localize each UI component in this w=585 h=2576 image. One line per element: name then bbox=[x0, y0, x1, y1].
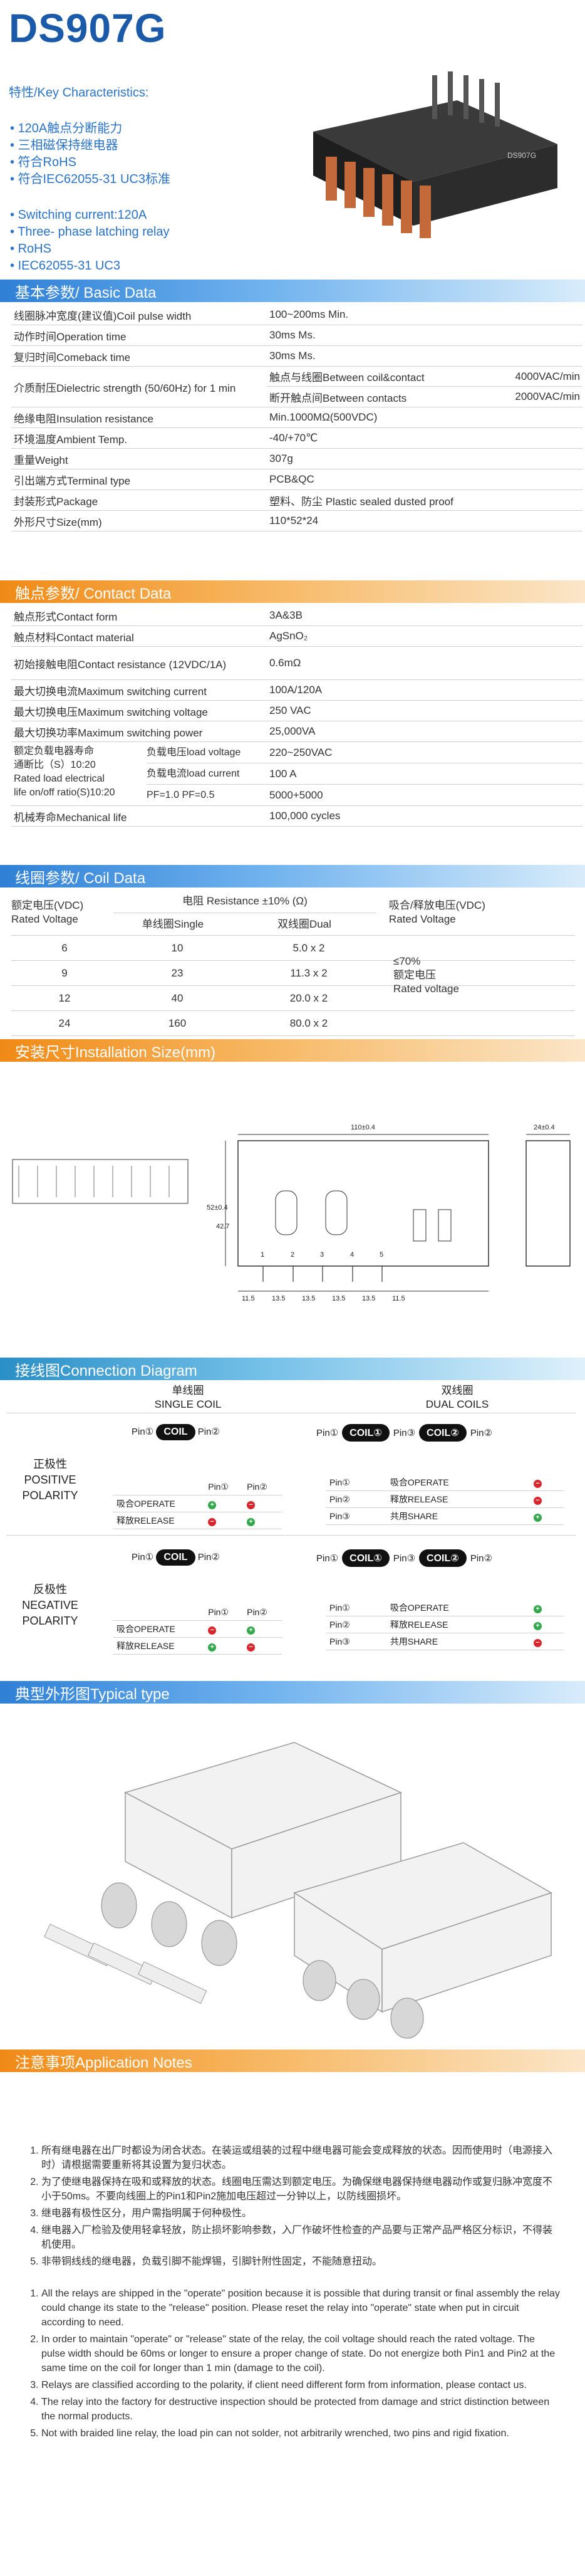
single-coil-negative: Pin① COIL Pin② bbox=[132, 1549, 220, 1566]
section-coil-data: 线圈参数/ Coil Data bbox=[0, 865, 585, 887]
application-notes: 所有继电器在出厂时都设为闭合状态。在装运或组装的过程中继电器可能会变成释放的状态… bbox=[29, 2144, 561, 2443]
pitch-dim: 13.5 bbox=[332, 1295, 345, 1302]
section-title: 典型外形图Typical type bbox=[15, 1685, 170, 1703]
pin-number: 3 bbox=[320, 1251, 324, 1259]
key-characteristics: 特性/Key Characteristics: 120A触点分断能力 三相磁保持… bbox=[9, 85, 170, 275]
section-title: 线圈参数/ Coil Data bbox=[15, 869, 146, 887]
feature-cn: 符合IEC62055-31 UC3标准 bbox=[18, 171, 170, 188]
table-row: 额定负载电器寿命 通断比（S）10:20 Rated load electric… bbox=[11, 741, 582, 806]
single-coil-positive: Pin① COIL Pin② bbox=[132, 1424, 220, 1440]
notes-cn: 所有继电器在出厂时都设为闭合状态。在装运或组装的过程中继电器可能会变成释放的状态… bbox=[29, 2144, 561, 2269]
notes-en: All the relays are shipped in the "opera… bbox=[29, 2286, 561, 2441]
single-coil-heading: 单线圈 SINGLE COIL bbox=[154, 1385, 222, 1410]
table-row: 环境温度Ambient Temp.-40/+70℃ bbox=[11, 427, 582, 449]
pitch-dim: 13.5 bbox=[302, 1295, 315, 1302]
feature-cn: 120A触点分断能力 bbox=[18, 120, 170, 137]
section-connection-diagram: 接线图Connection Diagram bbox=[0, 1358, 585, 1380]
pin-number: 2 bbox=[291, 1251, 294, 1259]
coil-block: COIL bbox=[156, 1549, 195, 1566]
coil-data-table: 额定电压(VDC) Rated Voltage 电阻 Resistance ±1… bbox=[11, 890, 575, 1036]
section-basic-data: 基本参数/ Basic Data bbox=[0, 280, 585, 302]
relay-product-image: DS907G bbox=[313, 71, 557, 238]
height2-dim: 42.7 bbox=[216, 1223, 229, 1230]
pin-number: 1 bbox=[261, 1251, 264, 1259]
section-installation-size: 安装尺寸Installation Size(mm) bbox=[0, 1039, 585, 1062]
feature-en: IEC62055-31 UC3 bbox=[18, 258, 170, 275]
features-heading: 特性/Key Characteristics: bbox=[9, 86, 149, 100]
product-title: DS907G bbox=[9, 6, 167, 51]
feature-cn: 三相磁保持继电器 bbox=[18, 137, 170, 154]
feature-cn: 符合RoHS bbox=[18, 154, 170, 171]
connection-diagram: 单线圈 SINGLE COIL 双线圈 DUAL COILS 正极性 POSIT… bbox=[0, 1381, 585, 1682]
coil-block: COIL bbox=[156, 1424, 195, 1440]
negative-polarity-label: 反极性 NEGATIVE POLARITY bbox=[22, 1583, 78, 1627]
pitch-dim: 13.5 bbox=[362, 1295, 375, 1302]
pitch-dim: 11.5 bbox=[392, 1295, 405, 1302]
dual-coil-heading: 双线圈 DUAL COILS bbox=[425, 1385, 489, 1410]
pitch-dim: 11.5 bbox=[242, 1295, 255, 1302]
length-dim: 110±0.4 bbox=[351, 1124, 375, 1131]
pick-up-voltage: ≤70% 额定电压 Rated voltage bbox=[393, 955, 459, 995]
section-title: 安装尺寸Installation Size(mm) bbox=[15, 1044, 216, 1061]
height-dim: 52±0.4 bbox=[207, 1204, 228, 1212]
table-row: 外形尺寸Size(mm)110*52*24 bbox=[11, 510, 582, 531]
typical-type-image bbox=[44, 1742, 552, 2039]
feature-en: Switching current:120A bbox=[18, 207, 170, 224]
section-title: 接线图Connection Diagram bbox=[15, 1362, 197, 1380]
table-row: 初始接触电阻Contact resistance (12VDC/1A)0.6mΩ bbox=[11, 646, 582, 680]
feature-en: RoHS bbox=[18, 241, 170, 258]
pin-number: 5 bbox=[380, 1251, 383, 1259]
installation-drawing: 110±0.4 52±0.4 42.7 1 2 3 4 5 11.5 13.5 … bbox=[12, 1124, 571, 1302]
dual-coil-negative: Pin① COIL① Pin③ COIL② Pin② bbox=[316, 1549, 492, 1567]
section-title: 基本参数/ Basic Data bbox=[15, 284, 157, 301]
section-title: 触点参数/ Contact Data bbox=[15, 585, 172, 602]
width-dim: 24±0.4 bbox=[534, 1124, 555, 1131]
relay-label: DS907G bbox=[507, 151, 536, 160]
section-typical-type: 典型外形图Typical type bbox=[0, 1681, 585, 1704]
pitch-dim: 13.5 bbox=[272, 1295, 285, 1302]
section-title: 注意事项Application Notes bbox=[15, 2054, 192, 2071]
feature-en: Three- phase latching relay bbox=[18, 224, 170, 241]
pin-number: 4 bbox=[350, 1251, 354, 1259]
section-contact-data: 触点参数/ Contact Data bbox=[0, 580, 585, 603]
section-application-notes: 注意事项Application Notes bbox=[0, 2050, 585, 2072]
positive-polarity-label: 正极性 POSITIVE POLARITY bbox=[22, 1458, 78, 1502]
dual-coil-positive: Pin① COIL① Pin③ COIL② Pin② bbox=[316, 1424, 492, 1442]
table-row: 介质耐压Dielectric strength (50/60Hz) for 1 … bbox=[11, 366, 582, 407]
